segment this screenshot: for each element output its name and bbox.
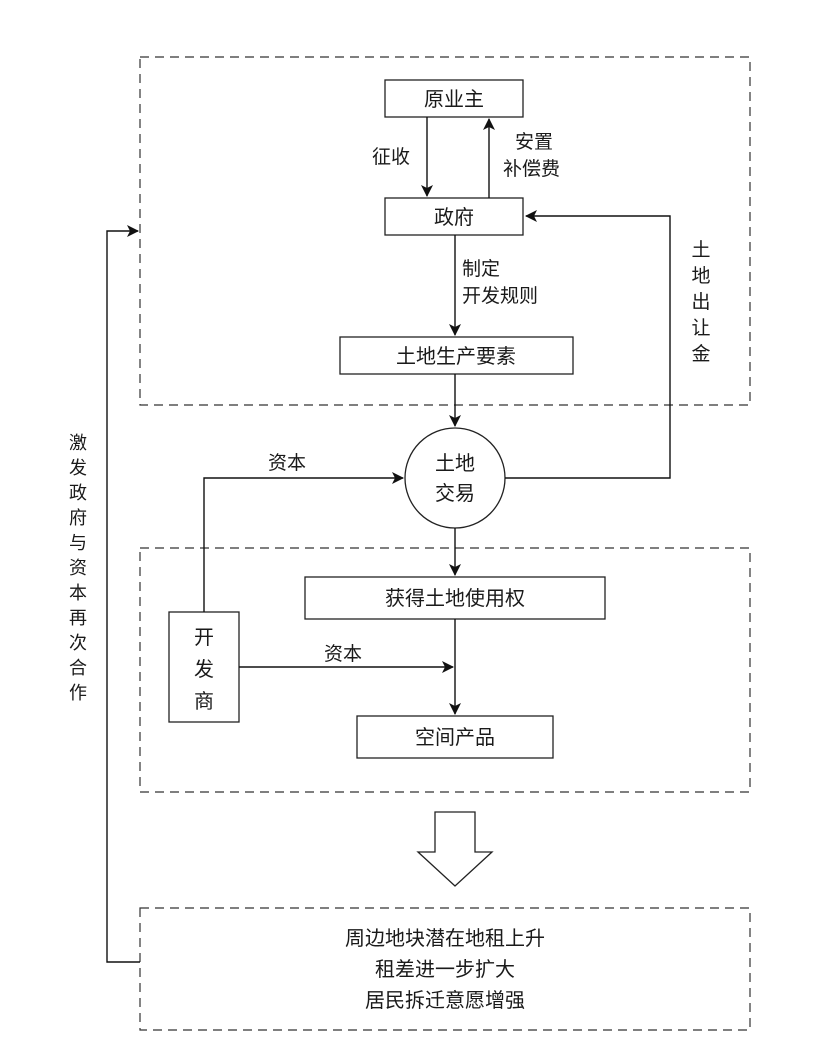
feedback-char-7: 本 [69, 583, 87, 604]
feedback-arrow [106, 225, 140, 963]
feedback-char-5: 与 [69, 533, 87, 554]
capital-label-1: 资本 [268, 452, 306, 474]
space-product-box [356, 715, 554, 759]
result-arrow [416, 811, 494, 887]
space-product-label: 空间产品 [415, 725, 495, 749]
developer-group-frame [139, 547, 751, 793]
land-fee-char-1: 土 [691, 239, 710, 261]
compensation-label-1: 安置 [515, 131, 553, 153]
feedback-char-4: 府 [69, 508, 87, 529]
feedback-char-10: 合 [69, 658, 87, 679]
feedback-char-8: 再 [69, 608, 87, 629]
developer-label-3: 商 [194, 689, 214, 713]
developer-label-2: 发 [194, 657, 214, 681]
original-owner-label: 原业主 [424, 87, 484, 111]
land-use-right-label: 获得土地使用权 [385, 586, 525, 610]
planning-label-1: 制定 [462, 258, 500, 280]
planning-label-2: 开发规则 [462, 285, 538, 307]
land-factor-box [339, 336, 574, 375]
land-fee-char-5: 金 [691, 343, 710, 365]
feedback-char-2: 发 [69, 458, 87, 479]
land-factor-label: 土地生产要素 [396, 344, 516, 368]
outcome-line-3: 居民拆迁意愿增强 [365, 988, 525, 1012]
outcome-line-2: 租差进一步扩大 [375, 957, 515, 981]
feedback-char-6: 资 [69, 558, 87, 579]
original-owner-box [384, 79, 524, 118]
feedback-char-1: 激 [69, 433, 87, 454]
land-fee-char-3: 出 [691, 291, 710, 313]
feedback-char-3: 政 [69, 483, 87, 504]
compensation-label-2: 补偿费 [503, 158, 560, 180]
land-trade-label-1: 土地 [435, 451, 475, 475]
land-fee-char-4: 让 [691, 317, 710, 339]
expropriation-label: 征收 [372, 146, 410, 168]
developer-label-1: 开 [194, 625, 214, 649]
outcome-frame [139, 907, 751, 1031]
capital-to-trade-arrow [203, 472, 404, 612]
capital-label-2: 资本 [324, 643, 362, 665]
developer-box [168, 611, 240, 723]
land-trade-label-2: 交易 [435, 481, 475, 505]
government-box [384, 197, 524, 236]
land-fee-arrow [505, 210, 671, 479]
land-trade-circle [404, 427, 506, 529]
feedback-char-11: 作 [69, 683, 87, 704]
feedback-char-9: 次 [69, 633, 87, 654]
government-group-frame [139, 56, 751, 406]
land-fee-char-2: 地 [691, 265, 710, 287]
government-label: 政府 [434, 205, 474, 229]
outcome-line-1: 周边地块潜在地租上升 [345, 926, 545, 950]
